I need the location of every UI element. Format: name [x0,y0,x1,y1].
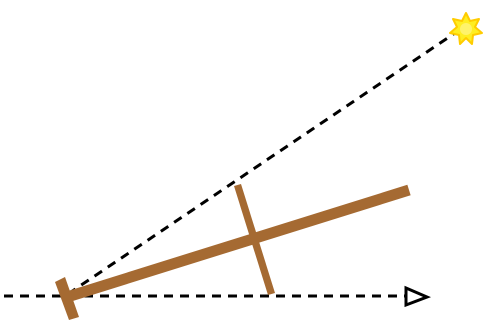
arrowhead-icon [406,288,427,305]
star-icon [450,13,482,44]
staff-rod [64,190,409,298]
